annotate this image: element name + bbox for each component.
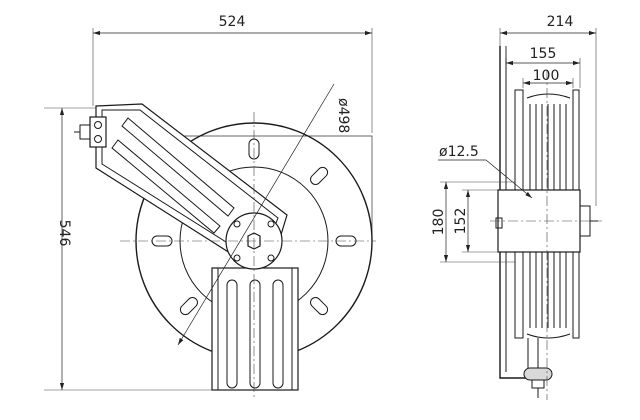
front-width-label: 524	[219, 14, 246, 30]
inlet-fitting	[74, 116, 107, 148]
hose-coils	[526, 93, 571, 339]
side-mid-label: 155	[530, 46, 557, 62]
front-height-label: 546	[56, 220, 72, 247]
side-height-label: 180	[431, 209, 447, 236]
drum-diameter-label: ø498	[335, 98, 351, 133]
hose-outlet	[523, 338, 553, 398]
stand-base	[211, 267, 299, 391]
wall-bracket	[499, 46, 528, 379]
front-view: ø498 524 546	[44, 14, 376, 398]
side-view: 214 155 100 ø12.5 180 152	[431, 14, 602, 400]
side-inner-label: 100	[533, 68, 560, 84]
hose-diameter-label: ø12.5	[439, 144, 479, 160]
diameter-leader	[177, 83, 335, 346]
frame-edge	[175, 135, 373, 246]
side-width-label: 214	[547, 14, 574, 30]
side-height-inner-label: 152	[453, 208, 469, 235]
